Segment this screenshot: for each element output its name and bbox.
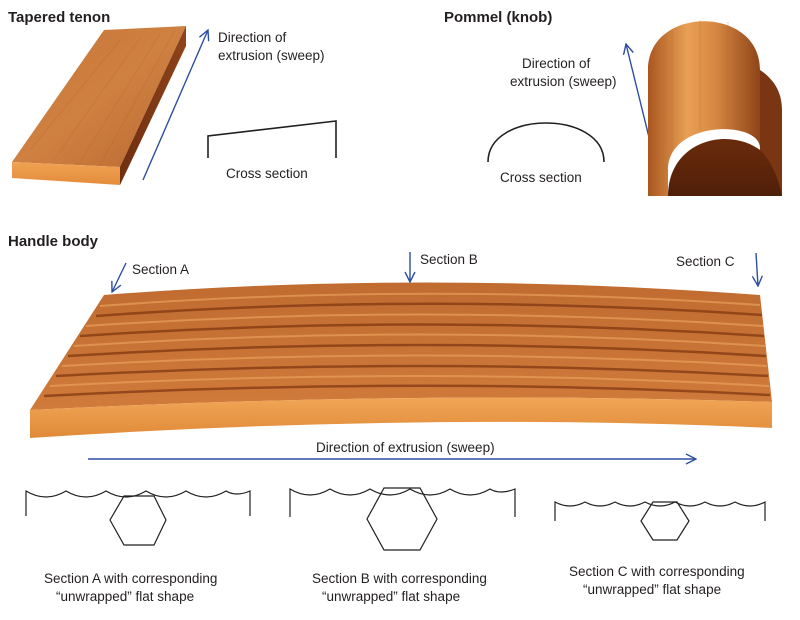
handle-3d-body bbox=[30, 282, 772, 438]
pommel-direction-line1: Direction of bbox=[522, 56, 591, 71]
tenon-front-face bbox=[12, 162, 120, 185]
section-a-profile bbox=[25, 489, 251, 516]
section-b-diagram bbox=[289, 487, 516, 551]
section-b-caption-line1: Section B with corresponding bbox=[312, 571, 487, 586]
pommel-body bbox=[648, 21, 760, 196]
tenon-side-face bbox=[120, 26, 186, 185]
section-c-diagram bbox=[554, 501, 766, 541]
section-c-arrow bbox=[756, 252, 758, 286]
pommel-title: Pommel (knob) bbox=[444, 9, 552, 26]
section-b-label: Section B bbox=[420, 252, 478, 267]
tenon-3d-block bbox=[12, 26, 186, 185]
pommel-end-face bbox=[668, 139, 782, 196]
tenon-cross-section-shape bbox=[207, 120, 337, 158]
section-a-arrow bbox=[112, 262, 127, 292]
pommel-cross-section-label: Cross section bbox=[500, 170, 582, 185]
tenon-direction-line2: extrusion (sweep) bbox=[218, 48, 325, 63]
section-b-hexagon bbox=[366, 487, 438, 551]
section-a-caption-line2: “unwrapped” flat shape bbox=[56, 589, 194, 604]
section-b-caption-line2: “unwrapped” flat shape bbox=[322, 589, 460, 604]
handle-direction-label: Direction of extrusion (sweep) bbox=[316, 440, 495, 455]
section-a-diagram bbox=[25, 489, 251, 546]
tenon-direction-line1: Direction of bbox=[218, 30, 287, 45]
section-c-profile bbox=[554, 501, 766, 521]
handle-title: Handle body bbox=[8, 233, 99, 250]
section-b-profile bbox=[289, 487, 516, 517]
section-c-caption-line1: Section C with corresponding bbox=[569, 564, 745, 579]
pommel-cross-section-arc bbox=[487, 122, 605, 163]
handle-front-face bbox=[30, 397, 772, 438]
tenon-cross-section-label: Cross section bbox=[226, 166, 308, 181]
tenon-title: Tapered tenon bbox=[8, 9, 110, 26]
section-c-caption-line2: “unwrapped” flat shape bbox=[583, 582, 721, 597]
pommel-3d-shape bbox=[648, 20, 782, 196]
section-c-hexagon bbox=[640, 501, 690, 541]
section-c-label: Section C bbox=[676, 254, 735, 269]
pommel-direction-line2: extrusion (sweep) bbox=[510, 74, 617, 89]
section-a-hexagon bbox=[109, 495, 167, 546]
tenon-direction-arrow bbox=[142, 30, 208, 181]
section-a-label: Section A bbox=[132, 262, 189, 277]
section-a-caption-line1: Section A with corresponding bbox=[44, 571, 217, 586]
tenon-top-face bbox=[12, 26, 186, 167]
